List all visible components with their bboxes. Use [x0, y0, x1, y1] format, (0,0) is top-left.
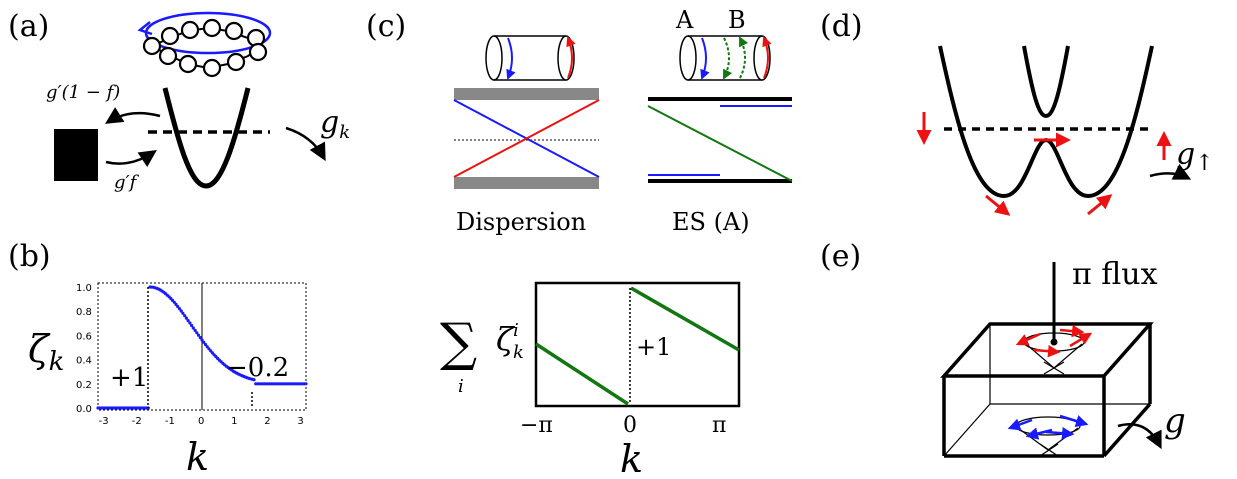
x-tick-label: 3	[297, 416, 303, 427]
xlabel-k: k	[186, 435, 209, 479]
annot-plus-one: +1	[110, 363, 148, 393]
dispersion-plot	[453, 88, 600, 189]
panel-b-label: (b)	[8, 239, 51, 274]
panel-a-label: (a)	[8, 9, 49, 44]
red-spin-texture	[1015, 324, 1093, 358]
sum-line-left	[535, 342, 629, 406]
panel-e: (e) π flux	[820, 239, 1186, 458]
data-point	[186, 319, 190, 323]
cylinder-left	[485, 35, 576, 81]
spin-diag-left-icon	[985, 194, 1011, 216]
data-point	[193, 328, 197, 332]
panel-e-label: (e)	[820, 239, 861, 274]
x-tick-label: -2	[132, 416, 142, 427]
reservoir	[54, 129, 98, 181]
label-g-k: gk	[320, 105, 350, 143]
spin-diag-right-icon	[1087, 194, 1113, 216]
ring-atoms	[142, 18, 268, 78]
out-arrow-e	[1117, 423, 1162, 450]
sum-symbol: ∑	[440, 313, 477, 373]
data-point	[203, 342, 208, 347]
y-tick-label: 0.6	[76, 331, 92, 342]
data-point	[304, 382, 308, 386]
data-point	[200, 338, 204, 342]
label-A: A	[675, 6, 694, 34]
label-g-up: g↑	[1176, 137, 1214, 176]
data-point	[177, 307, 182, 311]
out-arrow-right	[285, 126, 326, 162]
green-entanglement-icon	[723, 37, 733, 80]
svg-text:k: k	[513, 342, 524, 363]
sum-line-right	[630, 286, 740, 352]
data-point	[184, 316, 188, 320]
out-arrow-left	[105, 107, 161, 124]
data-point	[195, 331, 199, 335]
label-g-prime-1-f: g′(1 − f)	[46, 82, 120, 103]
data-point	[188, 321, 192, 325]
ylabel-zeta: ζk	[28, 327, 64, 377]
tick-zero: 0	[623, 413, 637, 438]
y-tick-label: 0.8	[76, 307, 92, 318]
panel-b: (b) ζk k -3 -2 -1 0 1 2 3 0.0 0.2 0.4 0.6 0.8 1.0 +1…	[8, 239, 308, 479]
x-tick-label: -1	[165, 416, 175, 427]
label-B: B	[728, 6, 746, 34]
caption-dispersion: Dispersion	[456, 208, 586, 236]
label-g-e: g	[1164, 401, 1186, 441]
cylinder-right: A B	[675, 6, 772, 81]
rotation-arrow-icon	[137, 21, 153, 36]
data-point	[252, 378, 256, 382]
in-arrow-left	[105, 150, 157, 168]
cube	[940, 322, 1154, 458]
out-arrow-d	[1149, 163, 1192, 180]
panel-d-label: (d)	[820, 9, 863, 44]
panel-d: (d) g↑	[820, 9, 1214, 216]
potential-well	[162, 87, 251, 189]
sum-xlabel-k: k	[620, 437, 643, 479]
x-tick-label: 0	[198, 416, 204, 427]
x-tick-label: 1	[231, 416, 237, 427]
svg-text:i: i	[513, 320, 519, 341]
es-plot	[647, 97, 793, 183]
y-tick-label: 0.0	[76, 404, 92, 415]
data-point	[179, 309, 183, 313]
sum-index: i	[458, 376, 464, 397]
green-es-band	[647, 105, 793, 182]
data-point	[191, 326, 195, 330]
data-point	[183, 314, 187, 318]
label-g-prime-f: g′f	[114, 172, 140, 193]
x-tick-label: -3	[99, 416, 109, 427]
x-tick-label: 2	[264, 416, 270, 427]
blue-edge-mode-icon	[506, 37, 516, 80]
data-point	[181, 311, 185, 315]
data-point	[196, 333, 201, 337]
atom-ring	[137, 11, 272, 78]
zeta-sum: ζ	[496, 320, 515, 358]
blue-spin-texture	[1007, 414, 1089, 440]
data-point	[207, 347, 211, 351]
label-pi-flux: π flux	[1072, 257, 1158, 292]
data-point	[198, 336, 202, 340]
data-point	[176, 304, 180, 309]
tick-minus-pi: −π	[520, 413, 553, 438]
y-tick-label: 0.4	[76, 356, 92, 367]
tick-labels: -3 -2 -1 0 1 2 3 0.0 0.2 0.4 0.6 0.8 1.0	[76, 283, 304, 427]
panel-a: (a) g′(1 − f) g′f gk	[8, 9, 350, 193]
data-points	[96, 285, 308, 410]
panel-c: (c) Dispersion A B	[366, 6, 793, 479]
sum-annot: +1	[636, 333, 671, 361]
caption-es: ES (A)	[672, 208, 750, 236]
annot-minus-zero-two: −0.2	[226, 353, 289, 383]
panel-c-label: (c)	[366, 9, 406, 44]
y-tick-label: 1.0	[76, 283, 92, 294]
upper-band	[1022, 45, 1070, 119]
double-well-band	[938, 45, 1154, 199]
y-tick-label: 0.2	[76, 380, 92, 391]
red-band	[453, 99, 600, 178]
data-point	[190, 323, 194, 328]
red-edge-mode-icon	[566, 36, 576, 79]
tick-pi: π	[712, 413, 726, 438]
data-point	[202, 340, 206, 344]
